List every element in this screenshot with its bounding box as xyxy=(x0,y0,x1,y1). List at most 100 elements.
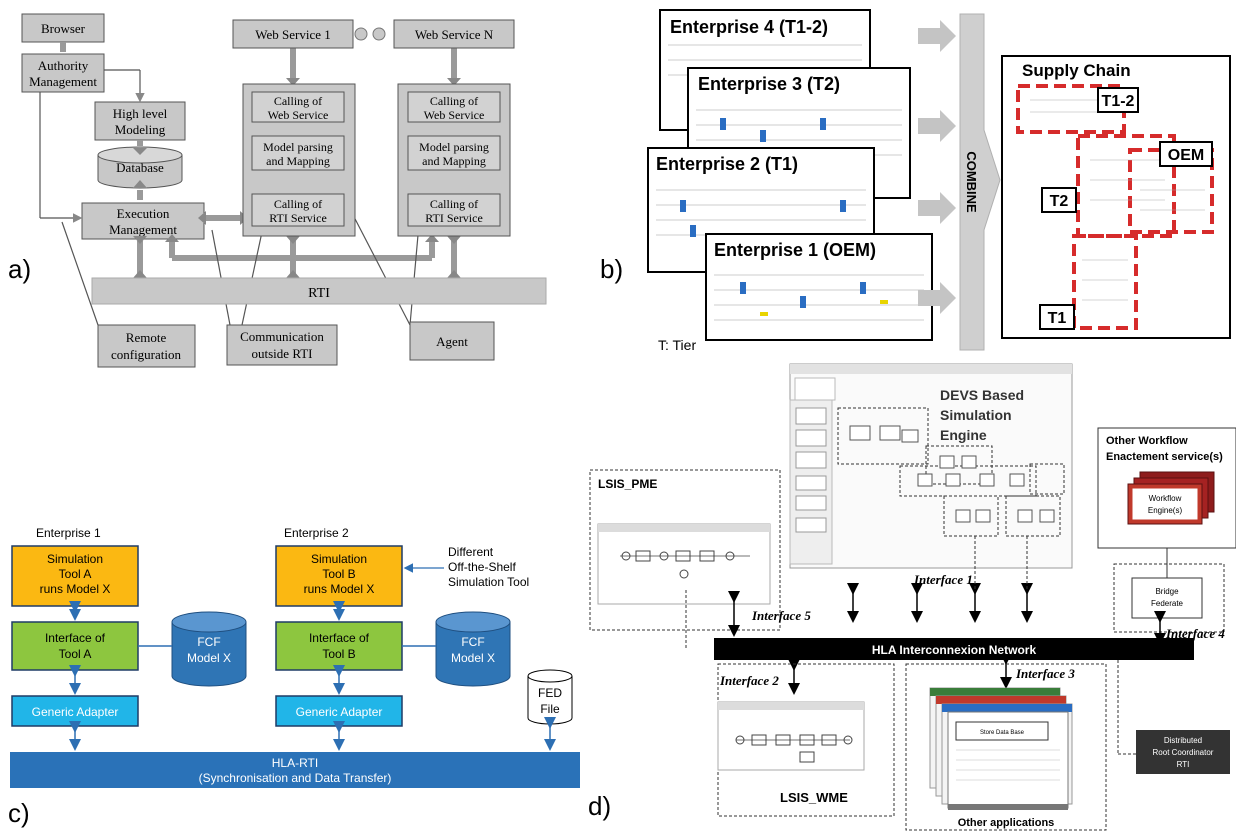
iface-a-1: Interface of xyxy=(45,631,106,645)
enterprise1-label: Enterprise 1 xyxy=(36,526,101,540)
enterprise-2-label: Enterprise 2 (T1) xyxy=(656,154,798,174)
model-parsing-1-b: and Mapping xyxy=(266,154,330,168)
calling-rti-n-b: RTI Service xyxy=(425,211,483,225)
hla-rti-bar xyxy=(10,752,580,788)
lsis-pme-titlebar xyxy=(598,524,770,532)
calling-ws-1-b: Web Service xyxy=(268,108,329,122)
panel-a: Browser Authority Management High level … xyxy=(8,13,547,368)
rti-label: RTI xyxy=(308,286,330,301)
interface5-label: Interface 5 xyxy=(751,608,811,623)
enterprise2-label: Enterprise 2 xyxy=(284,526,349,540)
model-parsing-1-a: Model parsing xyxy=(263,140,333,154)
combine-block xyxy=(959,13,1001,351)
high-level-label-1: High level xyxy=(113,106,168,121)
interface4-label: Interface 4 xyxy=(1165,626,1225,641)
fed-2: File xyxy=(540,702,560,716)
enterprise-1-label: Enterprise 1 (OEM) xyxy=(714,240,876,260)
browser-label: Browser xyxy=(41,21,86,36)
calling-ws-n-b: Web Service xyxy=(424,108,485,122)
database-label: Database xyxy=(116,160,164,175)
devs-3: Engine xyxy=(940,427,987,443)
distributed-3: RTI xyxy=(1177,760,1190,769)
authority-box xyxy=(21,53,105,93)
generic-a-label: Generic Adapter xyxy=(32,705,119,719)
enterprise-4-label: Enterprise 4 (T1-2) xyxy=(670,17,828,37)
panel-a-thin-lines xyxy=(39,69,419,326)
rti-bar xyxy=(91,277,547,305)
other-workflow-1: Other Workflow xyxy=(1106,435,1188,447)
interface2-label: Interface 2 xyxy=(719,673,779,688)
sim-b-3: runs Model X xyxy=(304,582,375,596)
interface1-label: Interface 1 xyxy=(913,572,973,587)
communication-box xyxy=(226,324,338,366)
bridge-container xyxy=(1113,563,1225,633)
other-apps-windows xyxy=(929,687,1073,810)
panel-label-c: c) xyxy=(8,798,30,828)
calling-rti-1-a: Calling of xyxy=(274,197,322,211)
agent-box xyxy=(409,321,495,361)
wsn-label: Web Service N xyxy=(415,27,494,42)
other-apps-container xyxy=(905,663,1107,831)
calling-rti-n-a: Calling of xyxy=(430,197,478,211)
agent-label: Agent xyxy=(436,334,468,349)
different-1: Different xyxy=(448,545,494,559)
sim-b-2: Tool B xyxy=(322,567,355,581)
devs-window-titlebar xyxy=(790,364,1072,374)
workflow-engine-2: Engine(s) xyxy=(1148,506,1183,515)
interface-arrows xyxy=(728,583,1166,695)
distributed-2: Root Coordinator xyxy=(1153,748,1214,757)
sim-tool-b-box xyxy=(275,545,403,607)
hla-network-bar xyxy=(714,638,1194,660)
hla-rti-1: HLA-RTI xyxy=(272,756,318,770)
database-cylinder xyxy=(97,146,183,189)
tier-t1: T1 xyxy=(1048,310,1067,327)
wsn-box xyxy=(393,19,515,49)
tier-oem: OEM xyxy=(1168,147,1204,164)
high-level-label-2: Modeling xyxy=(115,122,166,137)
browser-box xyxy=(21,13,105,43)
panel-c-arrows xyxy=(69,601,556,751)
hla-rti-2: (Synchronisation and Data Transfer) xyxy=(199,771,392,785)
authority-label-1: Authority xyxy=(38,58,89,73)
authority-label-2: Management xyxy=(29,74,97,89)
interface-b-box xyxy=(275,621,403,671)
tier-t2: T2 xyxy=(1050,193,1069,210)
panel-label-a: a) xyxy=(8,254,31,284)
model-parsing-n-a: Model parsing xyxy=(419,140,489,154)
communication-label-1: Communication xyxy=(240,329,324,344)
fcf-a-2: Model X xyxy=(187,651,231,665)
iface-b-2: Tool B xyxy=(322,647,355,661)
interface-a-box xyxy=(11,621,139,671)
devs-1: DEVS Based xyxy=(940,387,1024,403)
fcf-b-1: FCF xyxy=(461,635,484,649)
supply-chain-label: Supply Chain xyxy=(1022,61,1131,80)
agent-n-inner: Calling of Web Service Model parsing and… xyxy=(407,91,501,227)
combine-arrows xyxy=(918,20,956,314)
sim-a-3: runs Model X xyxy=(40,582,111,596)
panel-b: Enterprise 4 (T1-2) Enterprise 3 (T2) En… xyxy=(600,9,1231,353)
workflow-engines-stack xyxy=(1127,471,1215,525)
agent-1-inner: Calling of Web Service Model parsing and… xyxy=(251,91,345,227)
ws1-box xyxy=(232,19,354,49)
devs-blocks xyxy=(849,425,1055,523)
distributed-box xyxy=(1136,730,1230,774)
panel-c: Enterprise 1 Enterprise 2 Simulation Too… xyxy=(8,526,580,828)
tier-note: T: Tier xyxy=(658,337,696,353)
communication-label-2: outside RTI xyxy=(252,346,313,361)
fcf-a-1: FCF xyxy=(197,635,220,649)
iface-a-2: Tool A xyxy=(59,647,92,661)
sim-a-2: Tool A xyxy=(59,567,92,581)
store-data-base-label: Store Data Base xyxy=(980,730,1025,736)
other-workflow-2: Enactement service(s) xyxy=(1106,451,1223,463)
supply-chain-detail xyxy=(1030,99,1205,301)
generic-b-label: Generic Adapter xyxy=(296,705,383,719)
devs-2: Simulation xyxy=(940,407,1012,423)
panel-label-b: b) xyxy=(600,254,623,284)
bridge-2: Federate xyxy=(1151,599,1184,608)
calling-ws-n-a: Calling of xyxy=(430,94,478,108)
lsis-pme-container xyxy=(589,469,781,631)
different-2: Off-the-Shelf xyxy=(448,560,516,574)
panel-d: DEVS Based Simulation Engine Other Workf… xyxy=(588,363,1236,831)
enterprise-3-label: Enterprise 3 (T2) xyxy=(698,74,840,94)
